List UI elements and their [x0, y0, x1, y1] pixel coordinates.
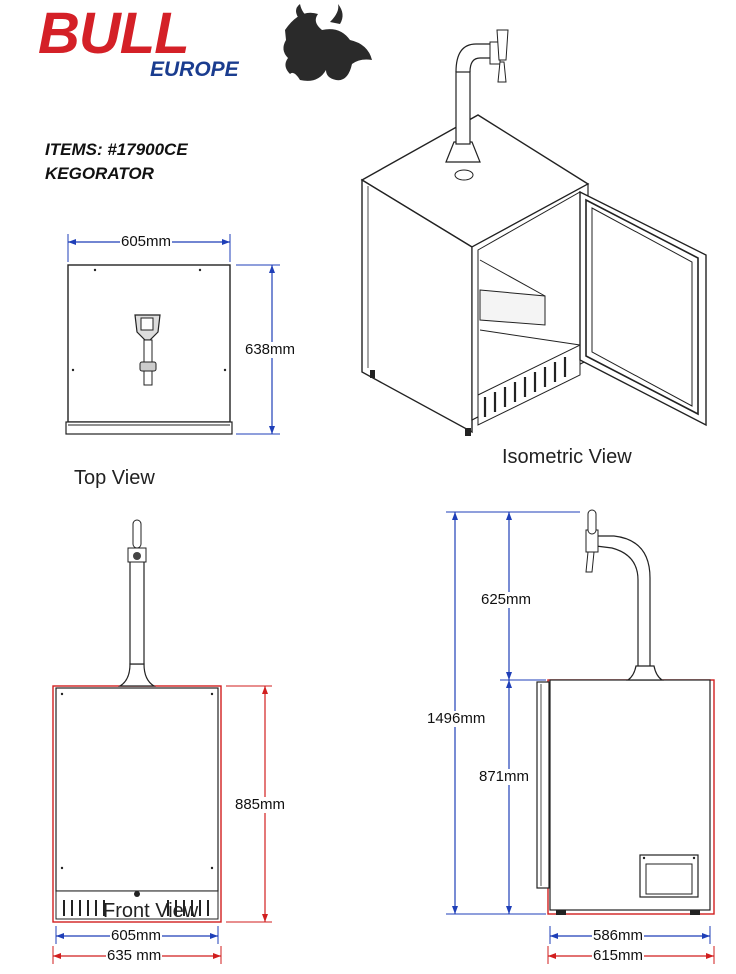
- dim-side-tap: 625mm: [480, 591, 533, 608]
- dim-side-body: 871mm: [478, 768, 531, 785]
- dim-front-width-outer: 635 mm: [106, 947, 163, 964]
- dim-front-width-inner: 605mm: [110, 927, 163, 944]
- items-number: ITEMS: #17900CE: [45, 140, 188, 159]
- top-view: [65, 234, 280, 435]
- dim-front-height: 885mm: [234, 796, 287, 813]
- dim-side-total: 1496mm: [426, 710, 487, 727]
- top-view-label: Top View: [74, 467, 155, 489]
- isometric-view: [360, 29, 707, 436]
- dim-front-width-inner-unit: mm: [136, 927, 162, 944]
- bull-head-icon: [283, 4, 372, 81]
- dim-side-depth-outer: 615mm: [592, 947, 645, 964]
- front-view: [52, 519, 272, 964]
- brand-logo: BULL: [38, 1, 190, 66]
- dim-front-width-inner-value: 605: [111, 927, 137, 944]
- brand-sub: EUROPE: [150, 58, 239, 81]
- side-view: [446, 509, 715, 964]
- items-block: ITEMS: #17900CE KEGORATOR: [45, 138, 188, 186]
- dim-top-depth: 638mm: [244, 341, 297, 358]
- front-view-label: Front View: [103, 900, 199, 922]
- items-product: KEGORATOR: [45, 164, 154, 183]
- isometric-view-label: Isometric View: [502, 446, 632, 468]
- dim-top-width: 605mm: [120, 233, 173, 250]
- dim-side-depth-inner: 586mm: [592, 927, 645, 944]
